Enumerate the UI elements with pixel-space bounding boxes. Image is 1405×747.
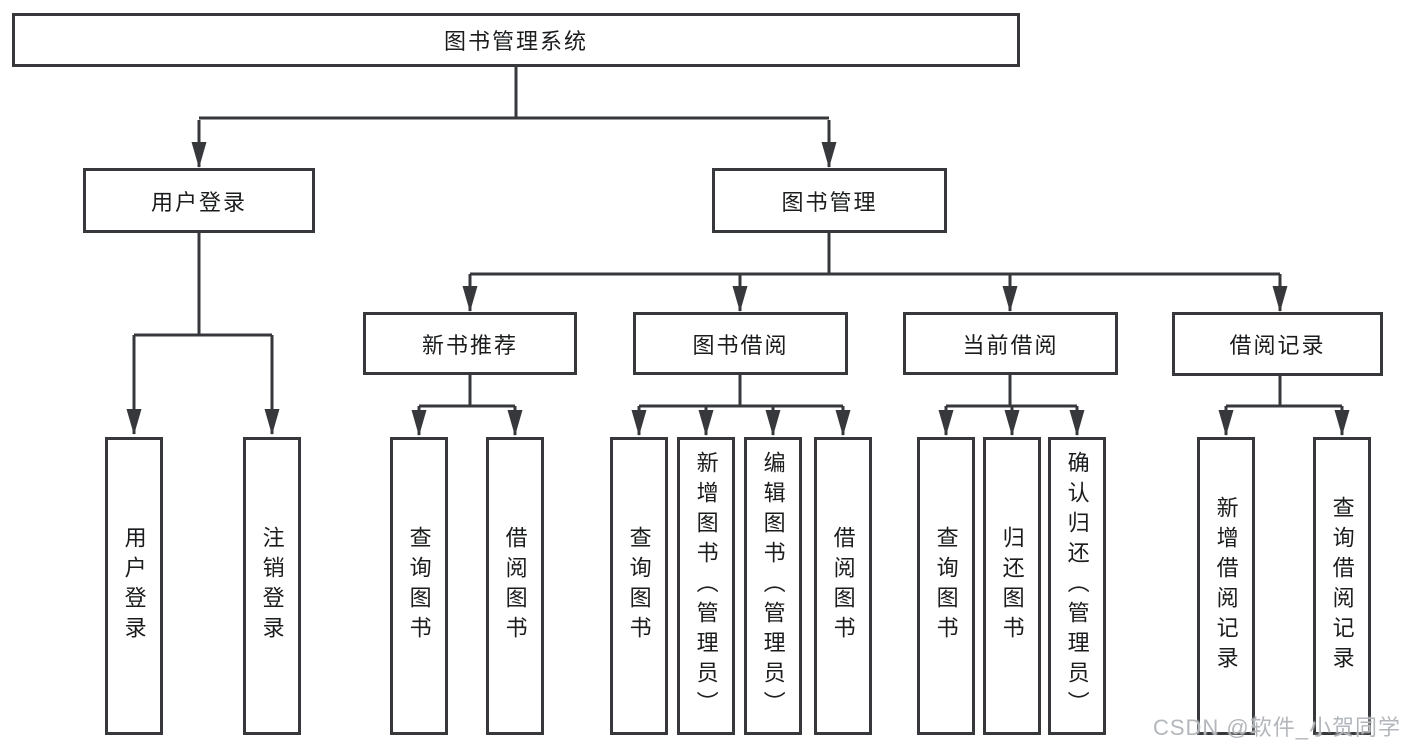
node-user-login: 用户登录 [83,168,315,233]
leaf-borrowing-borrow-books-label: 借阅图书 [830,526,856,646]
leaf-confirm-return-admin: 确认归还（管理员） [1048,437,1106,735]
leaf-borrowing-borrow-books: 借阅图书 [814,437,872,735]
csdn-watermark: CSDN @软件_小贺同学 [1152,715,1401,740]
leaf-add-borrow-record: 新增借阅记录 [1197,437,1255,735]
leaf-return-books-label: 归还图书 [999,526,1025,646]
leaf-add-books-admin: 新增图书（管理员） [677,437,735,735]
node-new-book-recommendation: 新书推荐 [363,312,577,375]
node-borrowing-records: 借阅记录 [1172,312,1383,376]
node-book-management-label: 图书管理 [781,189,878,215]
leaf-user-login: 用户登录 [105,437,163,735]
leaf-query-borrow-record-label: 查询借阅记录 [1329,496,1355,676]
leaf-confirm-return-admin-label: 确认归还（管理员） [1064,451,1090,721]
leaf-current-query-books: 查询图书 [917,437,975,735]
leaf-query-borrow-record: 查询借阅记录 [1313,437,1371,735]
leaf-edit-books-admin-label: 编辑图书（管理员） [760,451,786,721]
node-borrowing-records-label: 借阅记录 [1229,333,1326,358]
leaf-return-books: 归还图书 [983,437,1041,735]
node-book-borrowing-label: 图书借阅 [692,332,789,358]
node-new-book-recommendation-label: 新书推荐 [421,332,518,358]
leaf-add-books-admin-label: 新增图书（管理员） [693,451,719,721]
leaf-borrowing-query-books: 查询图书 [610,437,668,735]
node-book-management: 图书管理 [712,168,947,233]
leaf-newbooks-query-books: 查询图书 [390,437,448,735]
node-current-borrowing: 当前借阅 [903,312,1118,375]
node-current-borrowing-label: 当前借阅 [962,332,1059,358]
leaf-newbooks-borrow-books: 借阅图书 [486,437,544,735]
node-book-borrowing: 图书借阅 [633,312,848,375]
leaf-current-query-books-label: 查询图书 [933,526,959,646]
leaf-logout-label: 注销登录 [259,526,285,646]
leaf-borrowing-query-books-label: 查询图书 [626,526,652,646]
leaf-edit-books-admin: 编辑图书（管理员） [744,437,802,735]
leaf-user-login-label: 用户登录 [121,526,147,646]
leaf-add-borrow-record-label: 新增借阅记录 [1213,496,1239,676]
node-user-login-label: 用户登录 [150,189,247,215]
node-library-system-label: 图书管理系统 [443,29,588,54]
leaf-newbooks-query-books-label: 查询图书 [406,526,432,646]
leaf-newbooks-borrow-books-label: 借阅图书 [502,526,528,646]
leaf-logout: 注销登录 [243,437,301,735]
node-library-system: 图书管理系统 [12,13,1020,67]
